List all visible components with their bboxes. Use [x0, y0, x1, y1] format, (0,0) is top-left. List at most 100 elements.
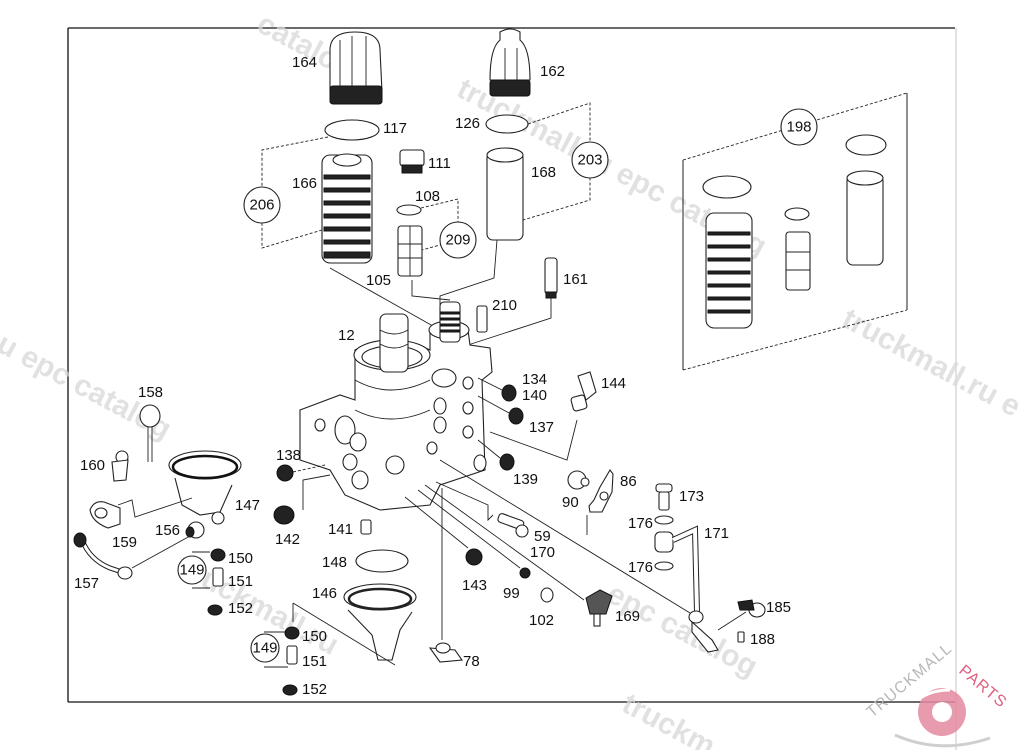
- part-151-valve[interactable]: [286, 645, 298, 665]
- part-152-clip[interactable]: [207, 604, 223, 616]
- kit-149b-circle[interactable]: [250, 633, 280, 663]
- callout-210: 210: [492, 297, 517, 314]
- callout-139: 139: [513, 471, 538, 488]
- callout-162: 162: [540, 63, 565, 80]
- part-86-bracket[interactable]: [586, 469, 614, 535]
- part-147-bowl[interactable]: [168, 450, 242, 525]
- part-143-fitting[interactable]: [465, 548, 483, 566]
- part-12-filter-housing[interactable]: [299, 301, 493, 511]
- callout-152a: 152: [228, 600, 253, 617]
- callout-161: 161: [563, 271, 588, 288]
- part-150-cap[interactable]: [210, 548, 226, 562]
- callout-134: 134: [522, 371, 547, 388]
- kit-209-circle[interactable]: [439, 221, 477, 259]
- part-141-plug[interactable]: [360, 519, 372, 535]
- part-168-filter-cylinder[interactable]: [486, 147, 524, 241]
- part-108-o-ring[interactable]: [396, 204, 422, 216]
- callout-137: 137: [529, 419, 554, 436]
- part-171-fuel-pipe[interactable]: [654, 525, 719, 653]
- leader-169: [424, 484, 585, 601]
- part-137-seal[interactable]: [508, 407, 524, 425]
- kit-209-label: 209: [445, 232, 470, 249]
- part-158-dipstick[interactable]: [139, 404, 161, 462]
- part-173-banjo-bolt[interactable]: [655, 483, 673, 511]
- part-176-washer[interactable]: [654, 561, 674, 571]
- callout-108: 108: [415, 188, 440, 205]
- truckmall-parts-logo[interactable]: TRUCKMALL PARTS: [864, 640, 1010, 748]
- kit-198-bottom-edge: [682, 309, 908, 371]
- callout-150a: 150: [228, 550, 253, 567]
- callout-171: 171: [704, 525, 729, 542]
- part-134-140-seal[interactable]: [501, 384, 517, 402]
- callout-166: 166: [292, 175, 317, 192]
- callout-168: 168: [531, 164, 556, 181]
- part-150-cap[interactable]: [284, 626, 300, 640]
- watermark-text: truckm: [617, 687, 721, 750]
- part-157-pipe[interactable]: [73, 532, 133, 580]
- part-99-screw[interactable]: [519, 567, 531, 579]
- callout-144: 144: [601, 375, 626, 392]
- kit-203-label: 203: [577, 152, 602, 169]
- part-161-sensor[interactable]: [544, 257, 558, 299]
- part-139-seal[interactable]: [499, 453, 515, 471]
- part-156-fitting[interactable]: [185, 521, 205, 539]
- part-169-sensor[interactable]: [585, 589, 613, 627]
- part-152-clip[interactable]: [282, 684, 298, 696]
- callout-164: 164: [292, 54, 317, 71]
- part-90-plug[interactable]: [567, 470, 590, 490]
- part-142-fitting[interactable]: [273, 505, 295, 525]
- kit-209-leader: [420, 198, 459, 251]
- kit-203-leader: [522, 102, 591, 221]
- kit-149a-label: 149: [179, 562, 204, 579]
- leader-139: [477, 439, 501, 459]
- part-210-fitting[interactable]: [476, 305, 488, 333]
- kit-203-circle[interactable]: [571, 141, 609, 179]
- kit-198-circle[interactable]: [780, 108, 818, 146]
- callout-142: 142: [275, 531, 300, 548]
- kit-206-circle[interactable]: [243, 186, 281, 224]
- part-185-clamp[interactable]: [737, 599, 766, 618]
- callout-141: 141: [328, 521, 353, 538]
- part-111-plug[interactable]: [399, 149, 425, 174]
- part-159-bracket[interactable]: [89, 501, 121, 529]
- leader-142: [302, 474, 331, 510]
- logo-swoosh-icon: [894, 733, 991, 748]
- leader-138: [292, 464, 326, 473]
- part-151-valve[interactable]: [212, 567, 224, 587]
- part-162-cap[interactable]: [489, 28, 531, 97]
- callout-99: 99: [503, 585, 520, 602]
- callout-152b: 152: [302, 681, 327, 698]
- part-188-screw[interactable]: [737, 631, 745, 643]
- part-176-washer[interactable]: [654, 515, 674, 525]
- kit-198-contents: [702, 134, 887, 329]
- leader-171: [439, 459, 691, 614]
- part-78-drain-plug[interactable]: [428, 642, 463, 663]
- part-138-seal[interactable]: [276, 464, 294, 482]
- callout-160: 160: [80, 457, 105, 474]
- callout-185: 185: [766, 599, 791, 616]
- kit-149a-bracket: [192, 551, 210, 589]
- part-144-sensor[interactable]: [570, 371, 597, 412]
- part-59-170-bolt[interactable]: [497, 513, 529, 538]
- callout-146: 146: [312, 585, 337, 602]
- part-102-clip[interactable]: [540, 587, 554, 603]
- gear-icon: [917, 688, 966, 736]
- callout-90: 90: [562, 494, 579, 511]
- callout-147: 147: [235, 497, 260, 514]
- part-148-o-ring[interactable]: [355, 549, 409, 573]
- part-166-filter-element[interactable]: [321, 153, 373, 264]
- part-164-cap[interactable]: [329, 31, 383, 105]
- part-146-bowl[interactable]: [343, 583, 417, 661]
- part-126-o-ring[interactable]: [485, 114, 529, 134]
- leader-146: [292, 602, 396, 666]
- part-105-strainer[interactable]: [397, 225, 423, 277]
- kit-206-label: 206: [249, 197, 274, 214]
- leader-59: [435, 481, 494, 522]
- kit-149b-label: 149: [252, 640, 277, 657]
- part-160-fitting[interactable]: [111, 450, 129, 482]
- part-117-o-ring[interactable]: [324, 119, 380, 141]
- kit-149a-circle[interactable]: [177, 555, 207, 585]
- callout-105: 105: [366, 272, 391, 289]
- callout-138: 138: [276, 447, 301, 464]
